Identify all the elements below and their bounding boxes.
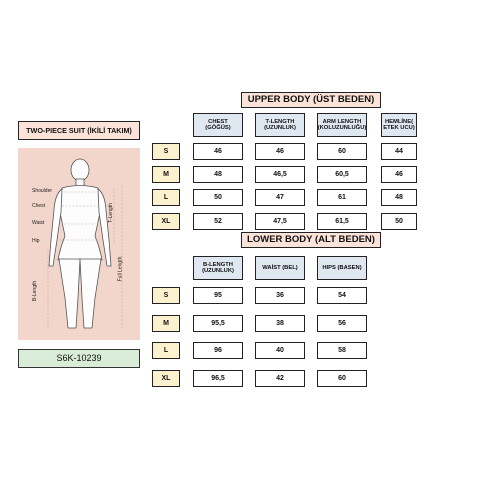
upper-value-cell: 44	[381, 143, 417, 160]
lower-value-cell: 96,5	[193, 370, 243, 387]
label-t-length: T-Length	[107, 203, 114, 223]
lower-size-label: S	[152, 287, 180, 304]
lower-value-cell: 54	[317, 287, 367, 304]
upper-size-label: S	[152, 143, 180, 160]
upper-value-cell: 47	[255, 189, 305, 206]
lower-value-cell: 56	[317, 315, 367, 332]
upper-size-label: XL	[152, 213, 180, 230]
upper-value-cell: 46,5	[255, 166, 305, 183]
lower-size-label: L	[152, 342, 180, 359]
product-title: TWO-PIECE SUIT (İKİLİ TAKIM)	[18, 121, 140, 140]
lower-size-label: XL	[152, 370, 180, 387]
lower-value-cell: 38	[255, 315, 305, 332]
label-chest: Chest	[32, 203, 46, 209]
lower-col-header-1: WAİST (BEL)	[255, 256, 305, 280]
label-full-length: Full Length	[117, 256, 124, 282]
label-shoulder: Shoulder	[32, 188, 53, 194]
lower-value-cell: 95,5	[193, 315, 243, 332]
upper-value-cell: 46	[255, 143, 305, 160]
upper-col-header-1-line1: T-LENGTH	[265, 118, 295, 125]
product-code: S6K-10239	[18, 349, 140, 368]
upper-size-label: L	[152, 189, 180, 206]
upper-col-header-3-line1: HEMLİNE(	[384, 118, 414, 125]
upper-value-cell: 50	[381, 213, 417, 230]
upper-col-header-0: CHEST(GÖĞÜS)	[193, 113, 243, 137]
upper-value-cell: 60,5	[317, 166, 367, 183]
lower-value-cell: 42	[255, 370, 305, 387]
lower-size-label: M	[152, 315, 180, 332]
upper-value-cell: 48	[381, 189, 417, 206]
upper-col-header-3-line2: ETEK UCU)	[383, 125, 415, 131]
label-hip: Hip	[32, 238, 40, 244]
upper-col-header-1-line2: (UZUNLUK)	[264, 125, 296, 131]
lower-col-header-0: B-LENGTH(UZUNLUK)	[193, 256, 243, 280]
upper-value-cell: 61,5	[317, 213, 367, 230]
upper-col-header-0-line1: CHEST	[208, 118, 228, 125]
upper-col-header-0-line2: (GÖĞÜS)	[205, 125, 231, 131]
lower-col-header-2: HIPS (BASEN)	[317, 256, 367, 280]
upper-value-cell: 47,5	[255, 213, 305, 230]
label-b-length: B-Length	[32, 280, 39, 302]
upper-value-cell: 46	[381, 166, 417, 183]
upper-body-title: UPPER BODY (ÜST BEDEN)	[241, 92, 381, 108]
lower-col-header-1-line1: WAİST (BEL)	[262, 264, 298, 271]
upper-col-header-2-line1: ARM LENGTH	[322, 118, 362, 125]
label-waist: Waist	[32, 220, 45, 226]
lower-col-header-0-line2: (UZUNLUK)	[202, 268, 234, 274]
upper-size-label: M	[152, 166, 180, 183]
lower-body-title: LOWER BODY (ALT BEDEN)	[241, 232, 381, 248]
lower-value-cell: 36	[255, 287, 305, 304]
upper-col-header-3: HEMLİNE(ETEK UCU)	[381, 113, 417, 137]
lower-value-cell: 40	[255, 342, 305, 359]
upper-value-cell: 60	[317, 143, 367, 160]
upper-value-cell: 46	[193, 143, 243, 160]
upper-value-cell: 48	[193, 166, 243, 183]
upper-col-header-2: ARM LENGTH(KOLUZUNLUĞU)	[317, 113, 367, 137]
lower-col-header-2-line1: HIPS (BASEN)	[322, 264, 362, 271]
upper-value-cell: 50	[193, 189, 243, 206]
upper-value-cell: 61	[317, 189, 367, 206]
lower-value-cell: 95	[193, 287, 243, 304]
upper-col-header-1: T-LENGTH(UZUNLUK)	[255, 113, 305, 137]
lower-value-cell: 60	[317, 370, 367, 387]
upper-value-cell: 52	[193, 213, 243, 230]
lower-value-cell: 96	[193, 342, 243, 359]
body-figure-panel: Shoulder Chest Waist Hip B-Length T-Leng…	[18, 148, 140, 340]
lower-col-header-0-line1: B-LENGTH	[203, 261, 233, 268]
upper-col-header-2-line2: (KOLUZUNLUĞU)	[317, 125, 367, 131]
lower-value-cell: 58	[317, 342, 367, 359]
body-silhouette-icon	[47, 158, 123, 330]
